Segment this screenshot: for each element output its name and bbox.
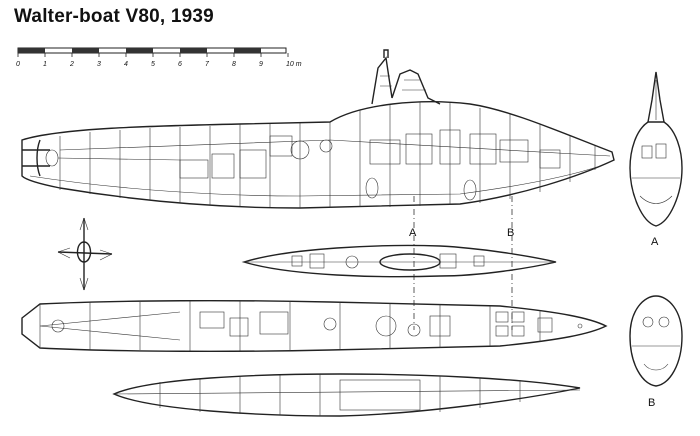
scale-tick-label: 0 [16,61,20,68]
section-a-label: A [409,227,417,239]
scale-tick-label: 7 [205,61,210,68]
deck-plan-view [241,244,557,278]
keel-view [112,373,581,417]
drawing-title: Walter-boat V80, 1939 [14,6,214,27]
scale-tick-label: 6 [178,61,182,68]
side-profile-view [21,49,615,209]
scale-tick-label: 9 [259,61,263,68]
section-markers: A B [409,196,514,330]
scale-tick-labels: 0 1 2 3 4 5 6 7 8 9 10 m [16,53,302,68]
scale-tick-label: 5 [151,61,155,68]
section-a-caption: A [651,236,659,248]
cross-section-a: A [629,71,683,248]
plan-view [21,299,608,353]
scale-tick-label: 1 [43,61,47,68]
section-b-label: B [507,227,514,239]
scale-tick-label: 8 [232,61,236,68]
scale-tick-label: 10 m [286,61,302,68]
scale-tick-label: 3 [97,61,101,68]
scale-bar: 0 1 2 3 4 5 6 7 8 9 10 m [16,47,302,68]
scale-tick-label: 4 [124,61,128,68]
stern-end-view [57,217,113,291]
cross-section-b: B [629,295,683,409]
section-b-caption: B [648,397,655,409]
scale-tick-label: 2 [69,61,74,68]
